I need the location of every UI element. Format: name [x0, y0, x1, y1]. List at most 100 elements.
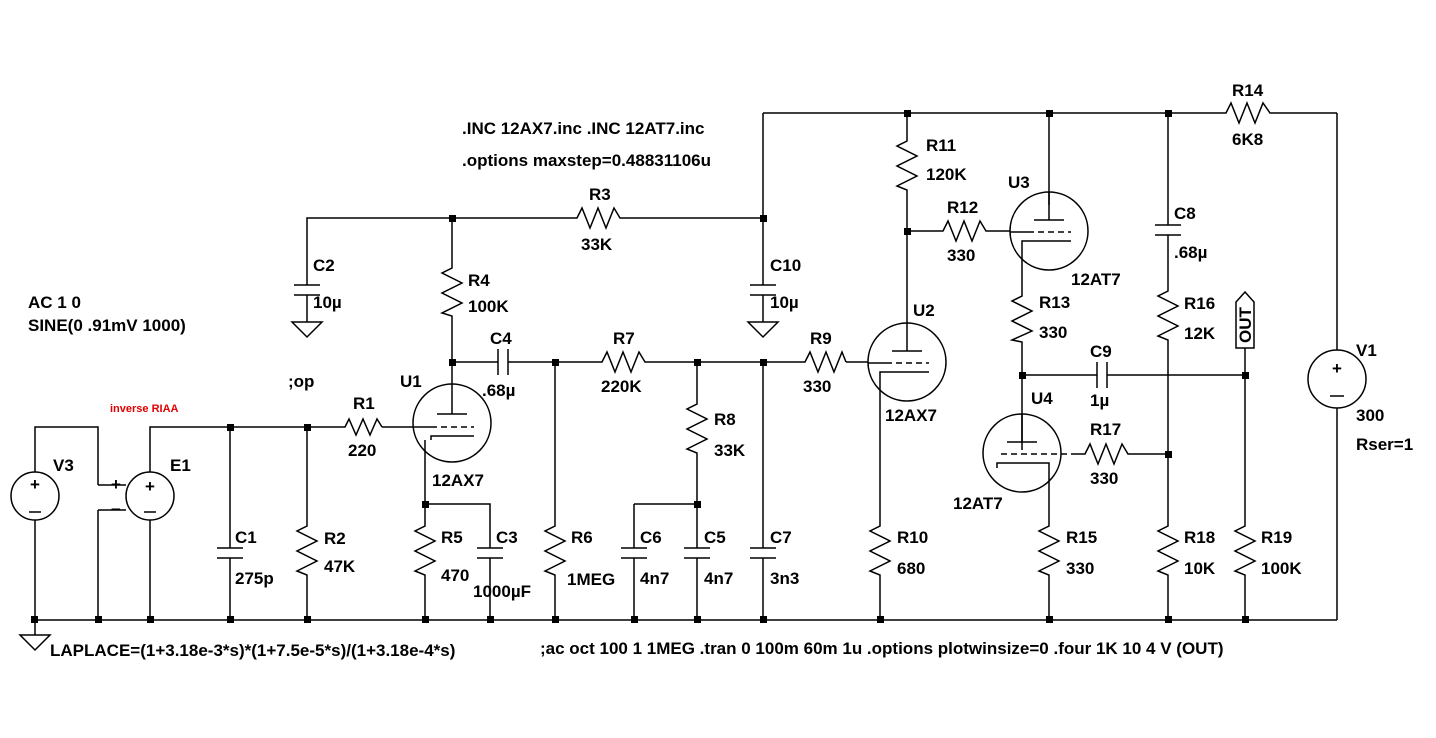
R10-value: 680	[897, 559, 925, 578]
capacitor-C4[interactable]	[497, 349, 509, 375]
resistor-R2[interactable]	[295, 520, 319, 580]
C3-name: C3	[496, 528, 518, 547]
voltage-source-V3[interactable]: +	[10, 471, 60, 521]
U3-model: 12AT7	[1071, 270, 1121, 289]
resistor-R18[interactable]	[1156, 520, 1180, 580]
C1-name: C1	[235, 528, 257, 547]
voltage-source-V1[interactable]: +	[1307, 349, 1367, 409]
R9-value: 330	[803, 377, 831, 396]
controlled-source-E1[interactable]: + + −	[98, 471, 175, 521]
U4-model: 12AT7	[953, 494, 1003, 513]
R14-name: R14	[1232, 81, 1264, 100]
C6-name: C6	[640, 528, 662, 547]
tube-U2[interactable]	[867, 322, 947, 402]
resistor-R19[interactable]	[1233, 520, 1257, 580]
ac-directive: AC 1 0	[28, 293, 81, 312]
E1-name: E1	[170, 456, 191, 475]
R17-value: 330	[1090, 469, 1118, 488]
C7-name: C7	[770, 528, 792, 547]
ground-symbol	[18, 634, 52, 652]
U1-model: 12AX7	[432, 471, 484, 490]
R9-name: R9	[810, 329, 832, 348]
C5-value: 4n7	[704, 569, 733, 588]
svg-text:+: +	[111, 475, 121, 494]
resistor-R6[interactable]	[543, 520, 567, 580]
capacitor-C1[interactable]	[217, 545, 243, 565]
R3-value: 33K	[581, 235, 613, 254]
U3-name: U3	[1008, 173, 1030, 192]
capacitor-C7[interactable]	[750, 547, 776, 559]
tube-U4[interactable]	[982, 413, 1075, 493]
R2-name: R2	[324, 529, 346, 548]
C4-name: C4	[490, 329, 512, 348]
svg-text:+: +	[145, 477, 155, 496]
C1-value: 275p	[235, 569, 274, 588]
R12-name: R12	[947, 198, 978, 217]
R4-name: R4	[468, 271, 490, 290]
resistor-R16[interactable]	[1156, 285, 1180, 345]
options-directive: .options maxstep=0.48831106u	[462, 151, 711, 170]
R2-value: 47K	[324, 557, 356, 576]
svg-text:+: +	[30, 475, 40, 494]
capacitor-C8[interactable]	[1155, 224, 1181, 236]
C10-value: 10µ	[770, 293, 799, 312]
R7-name: R7	[613, 329, 635, 348]
R4-value: 100K	[468, 297, 509, 316]
U2-name: U2	[913, 301, 935, 320]
wires	[34, 112, 1338, 635]
resistor-R7[interactable]	[597, 349, 651, 375]
R7-value: 220K	[601, 377, 642, 396]
U1-name: U1	[400, 372, 422, 391]
R8-name: R8	[714, 410, 736, 429]
R18-value: 10K	[1184, 559, 1216, 578]
R11-name: R11	[926, 136, 956, 155]
R18-name: R18	[1184, 528, 1215, 547]
resistor-R17[interactable]	[1080, 441, 1134, 467]
capacitor-C2[interactable]	[294, 284, 320, 296]
resistor-R13[interactable]	[1009, 290, 1034, 345]
R3-name: R3	[589, 185, 611, 204]
capacitor-C5[interactable]	[684, 547, 710, 559]
resistor-R1[interactable]	[340, 417, 383, 437]
R6-name: R6	[571, 528, 593, 547]
resistor-R4[interactable]	[439, 262, 464, 320]
resistor-R12[interactable]	[938, 218, 992, 244]
R12-value: 330	[947, 246, 975, 265]
R8-value: 33K	[714, 441, 746, 460]
simulation-directives: ;ac oct 100 1 1MEG .tran 0 100m 60m 1u .…	[540, 639, 1224, 658]
out-label-text: OUT	[1236, 306, 1255, 343]
junction-dots	[31, 110, 1249, 623]
tube-U3[interactable]	[1009, 191, 1089, 271]
C10-name: C10	[770, 256, 801, 275]
R19-value: 100K	[1261, 559, 1302, 578]
R1-value: 220	[348, 441, 376, 460]
resistor-R11[interactable]	[895, 135, 919, 195]
out-net-label[interactable]: OUT	[1235, 290, 1255, 349]
capacitor-C10[interactable]	[750, 284, 776, 296]
U2-model: 12AX7	[885, 406, 937, 425]
resistor-R14[interactable]	[1220, 100, 1284, 126]
resistor-R15[interactable]	[1037, 520, 1061, 580]
capacitor-C6[interactable]	[621, 547, 647, 559]
labels: .INC 12AX7.inc .INC 12AT7.inc .options m…	[28, 81, 1413, 660]
capacitor-C9[interactable]	[1096, 362, 1108, 388]
resistor-R3[interactable]	[572, 205, 626, 231]
U4-name: U4	[1031, 389, 1053, 408]
C4-value: .68µ	[482, 381, 515, 400]
R6-value: 1MEG	[567, 570, 615, 589]
sine-directive: SINE(0 .91mV 1000)	[28, 316, 186, 335]
R13-value: 330	[1039, 323, 1067, 342]
V1-value: 300	[1356, 406, 1384, 425]
R16-name: R16	[1184, 294, 1215, 313]
resistor-R9[interactable]	[800, 349, 847, 375]
capacitor-C3[interactable]	[477, 547, 503, 559]
ground-symbol	[290, 321, 324, 339]
tube-U1[interactable]	[412, 383, 492, 463]
resistor-R5[interactable]	[413, 520, 437, 580]
C2-name: C2	[313, 256, 335, 275]
C8-value: .68µ	[1174, 243, 1207, 262]
resistor-R10[interactable]	[868, 520, 892, 580]
R1-name: R1	[353, 394, 375, 413]
op-directive: ;op	[288, 372, 314, 391]
resistor-R8[interactable]	[685, 398, 709, 458]
